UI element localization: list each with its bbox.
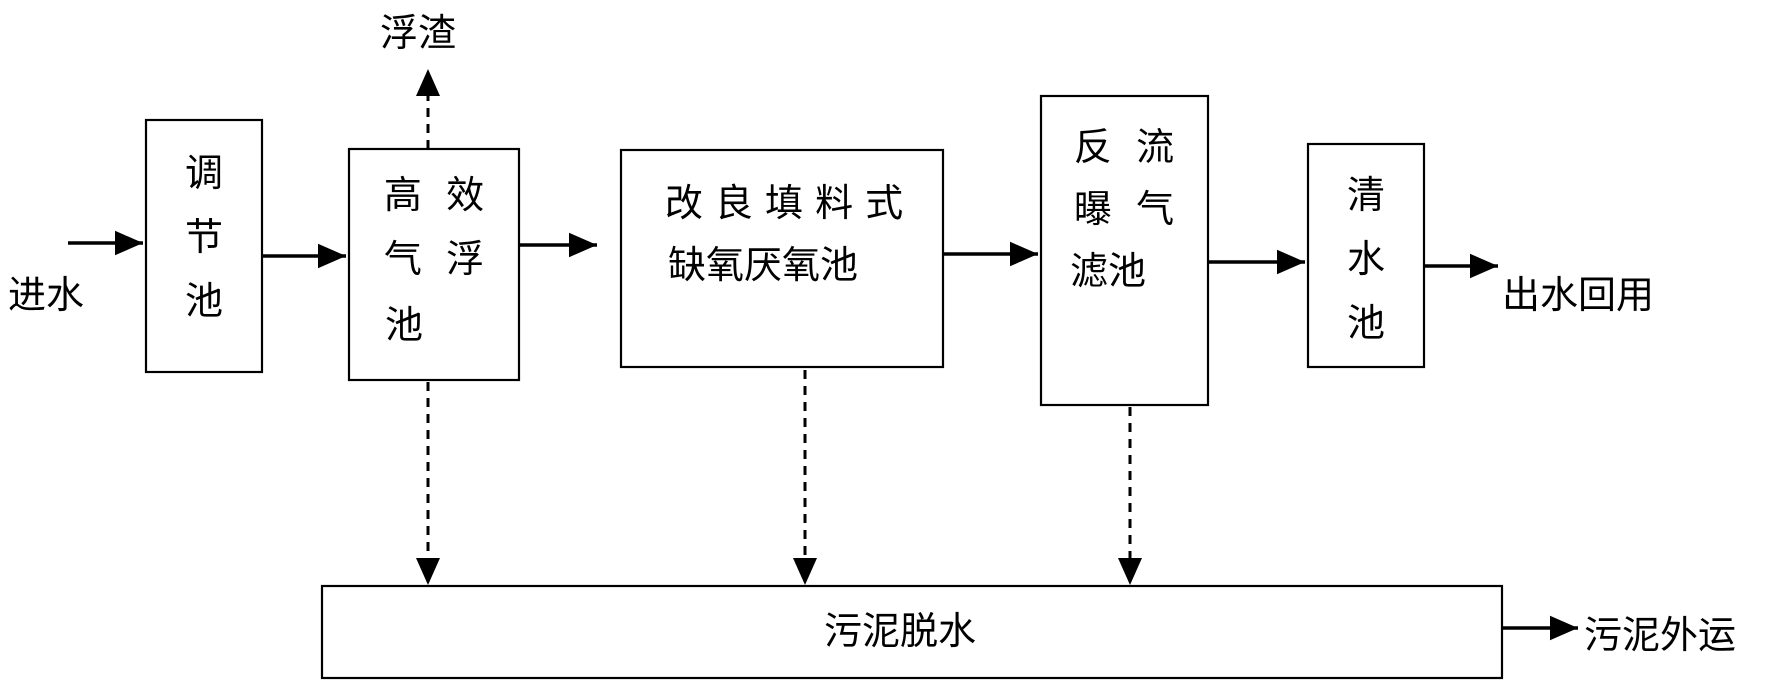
aerated-filter-line-2: 曝 气: [1074, 187, 1174, 231]
clear-water-tank-line-1: 清: [1347, 173, 1385, 217]
aerated-filter-line-3: 滤池: [1070, 249, 1146, 293]
sludge-out-label: 污泥外运: [1584, 613, 1736, 657]
output-label: 出水回用: [1502, 273, 1654, 317]
aerated-filter-box: [1039, 94, 1210, 407]
clear-water-tank-line-3: 池: [1347, 301, 1385, 345]
clear-water-tank-line-2: 水: [1347, 237, 1385, 281]
flotation-tank-line-2: 气 浮: [384, 237, 484, 281]
anoxic-tank-line-2: 缺氧厌氧池: [668, 243, 858, 287]
regulating-tank-line-3: 池: [185, 279, 223, 323]
flotation-tank-line-1: 高 效: [384, 173, 484, 217]
flotation-tank-box: [347, 147, 521, 382]
flotation-tank-line-3: 池: [385, 303, 423, 347]
aerated-filter-line-1: 反 流: [1074, 125, 1174, 169]
sludge-dewatering-box: [320, 584, 1504, 680]
anoxic-anaerobic-tank-box: [619, 148, 945, 369]
sludge-box-label: 污泥脱水: [824, 609, 976, 653]
input-label: 进水: [8, 273, 84, 317]
clear-water-tank-box: [1306, 142, 1426, 369]
regulating-tank-line-2: 节: [185, 215, 223, 259]
regulating-tank-line-1: 调: [185, 151, 223, 195]
regulating-tank-box: [144, 118, 264, 374]
anoxic-tank-line-1: 改 良 填 料 式: [665, 181, 903, 225]
scum-label: 浮渣: [380, 11, 456, 55]
